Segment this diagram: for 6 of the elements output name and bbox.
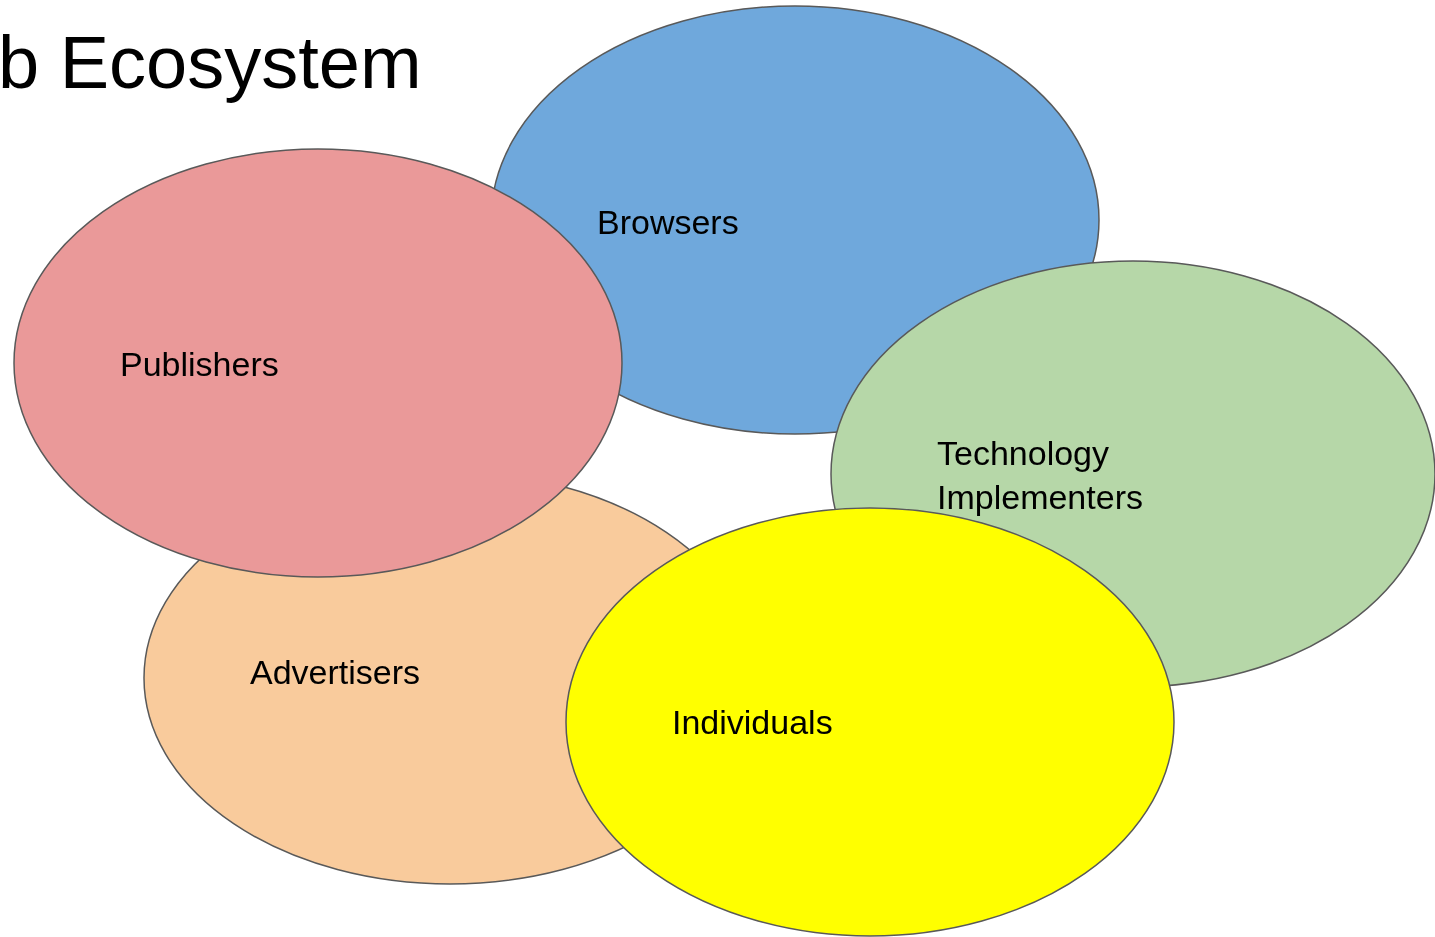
node-label: Publishers: [120, 344, 280, 385]
node-label: Individuals: [672, 702, 834, 743]
node-label: Technology Implementers: [937, 433, 1144, 518]
node-label: Advertisers: [250, 652, 422, 693]
diagram-title: b Ecosystem: [0, 20, 422, 106]
node-label: Browsers: [597, 202, 740, 243]
